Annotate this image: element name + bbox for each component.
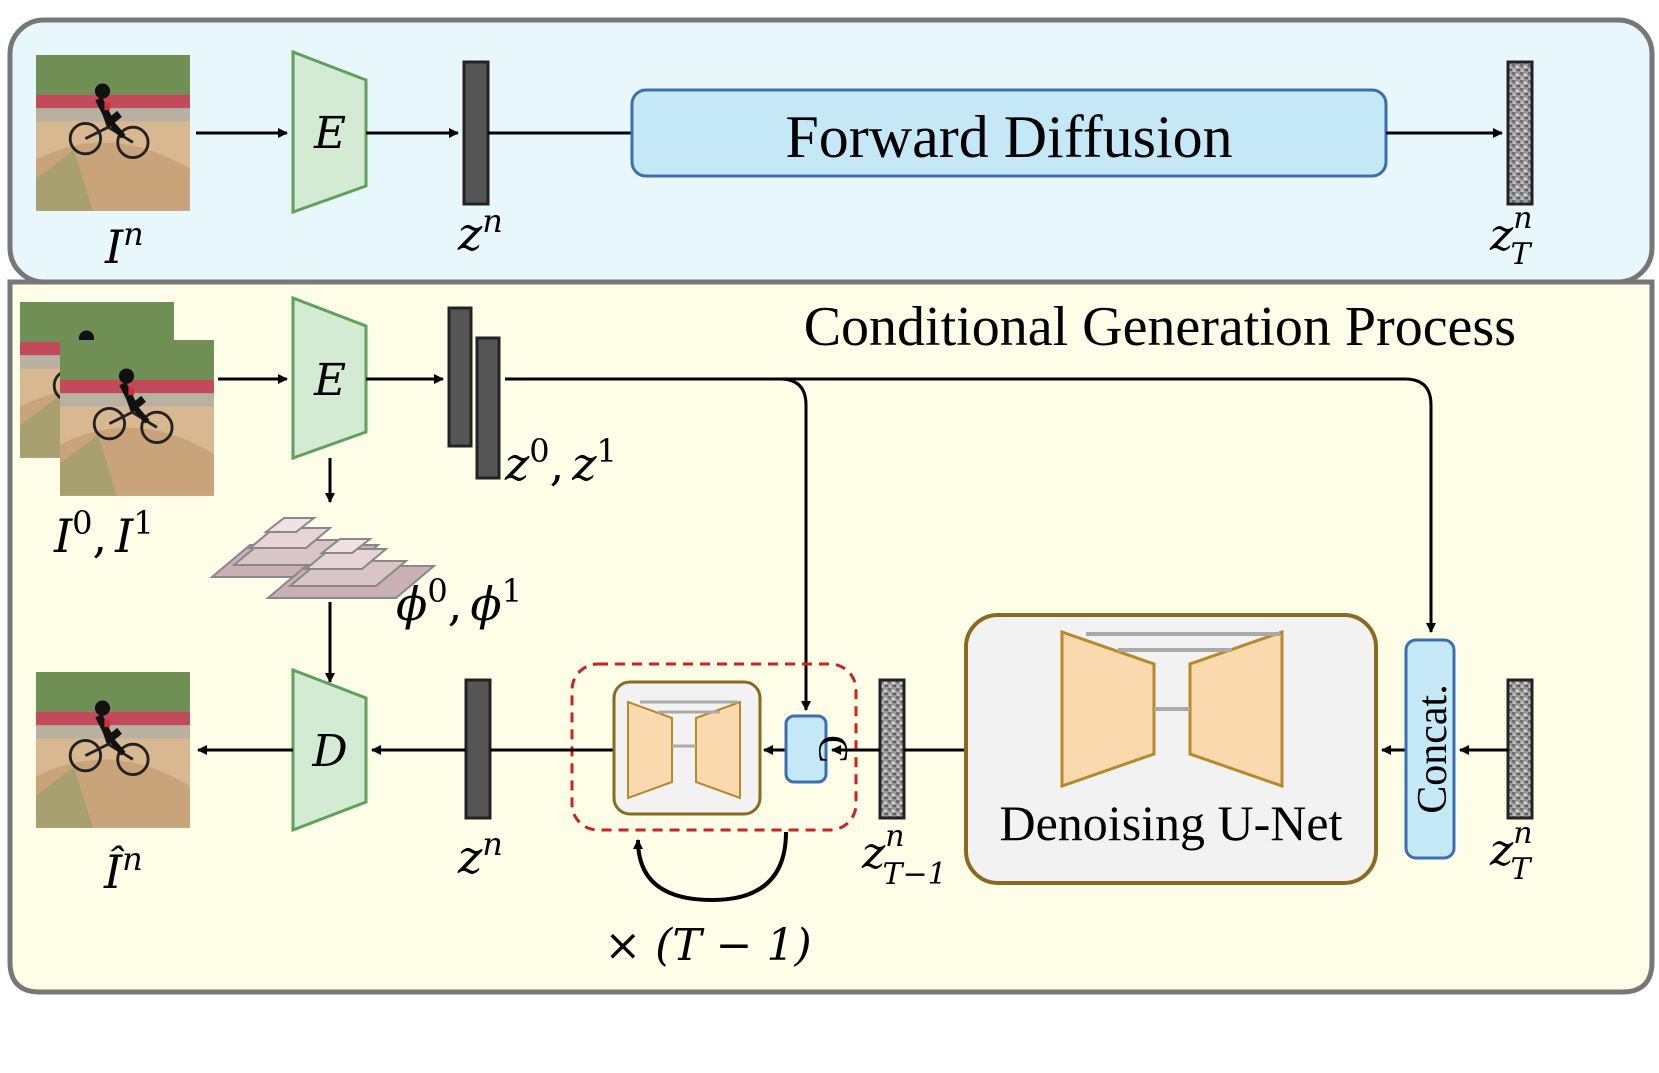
loop-block — [570, 662, 858, 832]
label-z0-z1: z0,z1 — [504, 432, 617, 491]
output-image — [36, 672, 190, 828]
input-image-1 — [60, 340, 214, 496]
input-image-n — [36, 55, 190, 211]
top-encoder-label: E — [313, 108, 346, 159]
bottom-latent-zn — [464, 678, 492, 820]
latent-z0 — [447, 306, 473, 448]
top-noisy-latent — [1506, 60, 1534, 206]
label-zn-bottom: zn — [457, 825, 503, 884]
feature-pyramid-phi1 — [265, 538, 437, 599]
label-In-hat: În — [103, 840, 143, 899]
bottom-encoder — [291, 295, 368, 461]
small-unet-icon — [627, 700, 741, 800]
label-In-top: In — [104, 215, 144, 274]
panel-title: Conditional Generation Process — [804, 296, 1516, 358]
top-latent-zn — [462, 60, 490, 206]
concat-box — [1404, 638, 1456, 860]
label-I0-I1: I0,I1 — [53, 504, 154, 563]
generation-panel — [7, 279, 1655, 995]
top-encoder — [291, 49, 368, 215]
decoder — [291, 667, 368, 833]
label-phi0-phi1: ϕ0,ϕ1 — [396, 572, 522, 631]
bottom-encoder-label: E — [313, 355, 346, 406]
decoder-label: D — [311, 726, 347, 777]
unet-label: Denoising U-Net — [1000, 795, 1343, 851]
bottom-noisy-latent — [1506, 678, 1534, 820]
concat-label: Concat. — [1410, 684, 1456, 813]
forward-diffusion-label: Forward Diffusion — [785, 104, 1232, 170]
loop-label: × (T − 1) — [604, 920, 811, 971]
latent-zT-1 — [878, 678, 906, 820]
latent-z1 — [475, 336, 501, 480]
cond-box — [784, 714, 828, 784]
unet-icon — [1060, 629, 1284, 789]
loop-arrow — [633, 831, 788, 903]
label-zn-top: zn — [457, 202, 503, 261]
